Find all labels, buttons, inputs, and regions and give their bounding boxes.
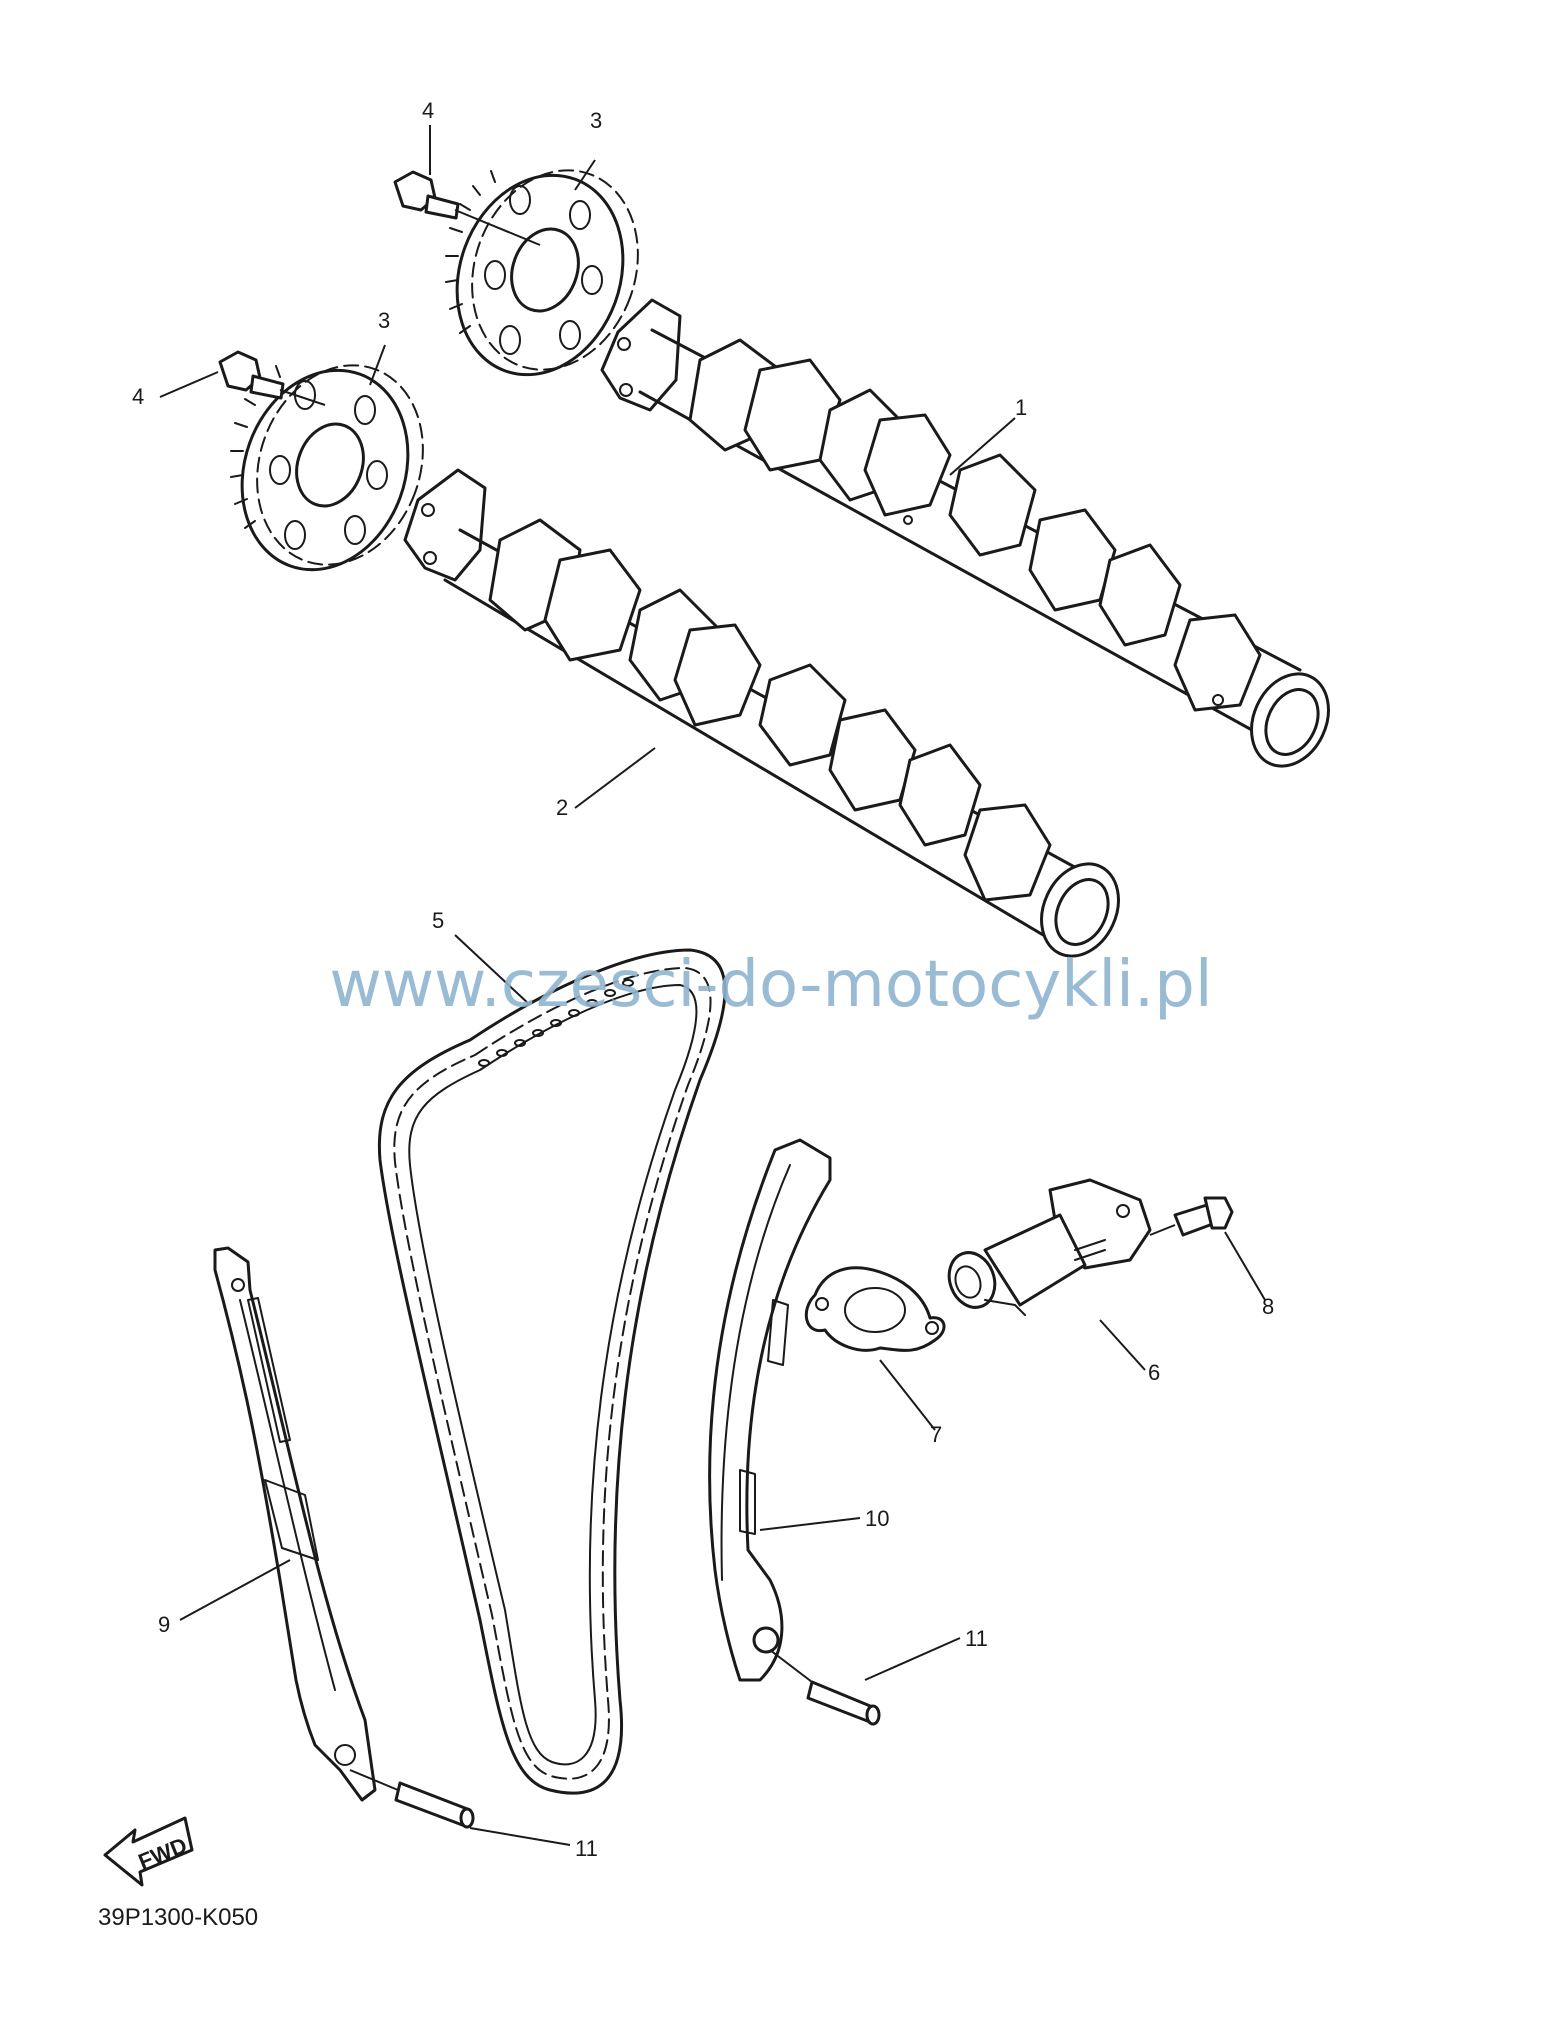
camshaft-1 (600, 298, 1330, 768)
callout-9: 9 (158, 1612, 170, 1637)
callout-3-upper: 3 (590, 108, 602, 133)
sprocket-bolt-lower (218, 350, 326, 406)
chain-guide (213, 1246, 377, 1802)
callout-10: 10 (865, 1506, 889, 1531)
cam-sprocket-upper (445, 169, 639, 377)
callout-7: 7 (930, 1422, 942, 1447)
callout-numbers: 1 2 3 3 4 4 5 6 7 8 9 10 11 11 (132, 98, 1274, 1861)
cam-sprocket-lower (230, 364, 424, 572)
callout-11-left: 11 (575, 1836, 598, 1861)
cam-chain-tensioner (947, 1178, 1152, 1316)
callout-leaders (159, 125, 1266, 1846)
callout-11-right: 11 (965, 1626, 988, 1651)
callout-8: 8 (1262, 1294, 1274, 1319)
callout-2: 2 (556, 795, 568, 820)
guide-pin-left (394, 1781, 475, 1829)
sprocket-bolt-upper (393, 170, 541, 246)
diagram-part-code: 39P1300-K050 (98, 1904, 258, 1931)
camshaft-2 (403, 468, 1120, 958)
guide-pin-right (806, 1680, 881, 1726)
callout-6: 6 (1148, 1360, 1160, 1385)
watermark-text: www.czesci-do-motocykli.pl (329, 948, 1212, 1022)
timing-chain (377, 948, 727, 1795)
tensioner-bolt (1149, 1196, 1234, 1237)
tensioner-gasket (804, 1266, 946, 1352)
callout-1: 1 (1015, 395, 1027, 420)
callout-3-lower: 3 (378, 308, 390, 333)
fwd-arrow-icon: FWD (103, 1816, 194, 1887)
callout-4-lower: 4 (132, 384, 144, 409)
callout-4-upper: 4 (422, 98, 434, 123)
tensioner-guide (708, 1138, 832, 1682)
callout-5: 5 (432, 908, 444, 933)
